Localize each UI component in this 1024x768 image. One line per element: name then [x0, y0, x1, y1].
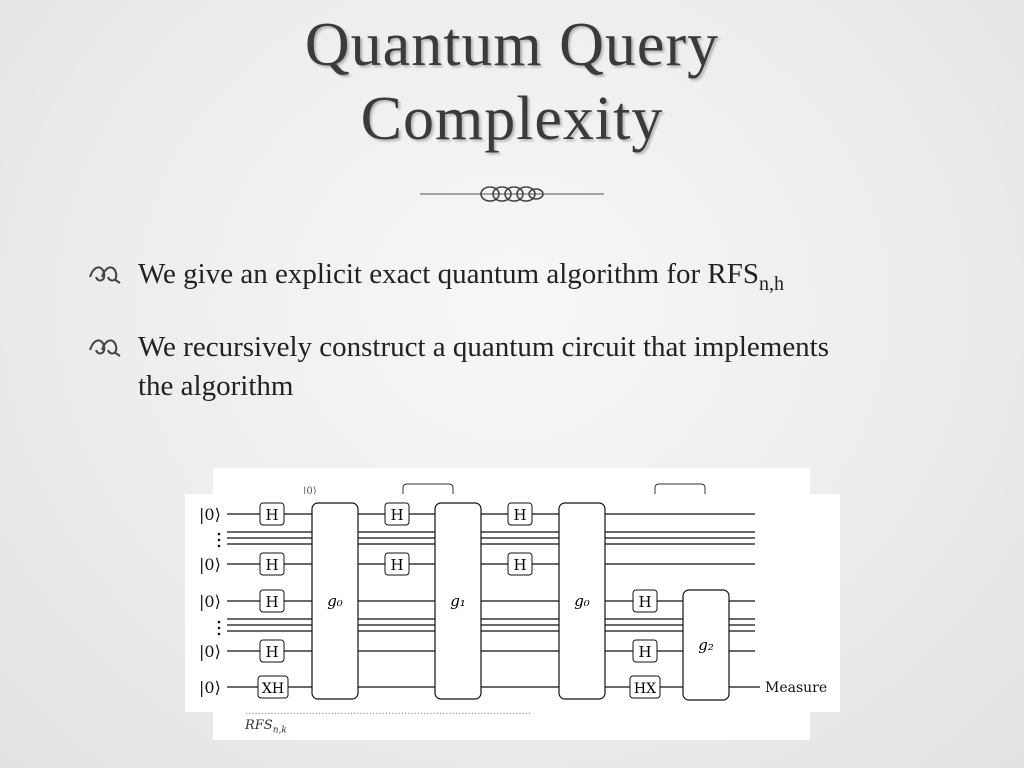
- g0-label: g₀: [574, 592, 590, 610]
- g1-gate: [434, 502, 482, 700]
- h-gate: H: [265, 556, 278, 574]
- quantum-circuit-diagram: |0⟩ |0⟩ |0⟩ |0⟩ |0⟩ H H H H X: [199, 502, 827, 701]
- g2-label: g₂: [698, 636, 714, 654]
- bullet-text-1: We give an explicit exact quantum algori…: [138, 258, 760, 290]
- ket-label: |0⟩: [199, 555, 221, 574]
- hx-gate: HX: [634, 681, 656, 697]
- h-gate-column-1: H H H H XH: [257, 502, 289, 699]
- slide-title: Quantum Query Complexity: [0, 8, 1024, 156]
- circuit-wires: [227, 513, 760, 688]
- circuit-figure: |0⟩ ....................................…: [185, 468, 840, 740]
- g2-gate: [682, 589, 730, 701]
- g0-gate-2: [558, 502, 606, 700]
- title-line-1: Quantum Query: [304, 11, 720, 79]
- ket-label: |0⟩: [199, 592, 221, 611]
- h-gate: H: [265, 593, 278, 611]
- svg-text:|0⟩: |0⟩: [303, 486, 317, 497]
- double-loop-bullet-icon: [89, 339, 121, 357]
- bullet-sub-1: n,h: [759, 272, 785, 295]
- h-gate: H: [513, 556, 526, 574]
- g1-label: g₁: [450, 592, 466, 610]
- ket-labels: |0⟩ |0⟩ |0⟩ |0⟩ |0⟩: [199, 505, 221, 697]
- h-gate: H: [390, 506, 403, 524]
- measure-label: Measure: [765, 680, 827, 696]
- scroll-ornament-icon: [420, 186, 604, 202]
- h-gate: H: [265, 506, 278, 524]
- h-gate-column-2: H H: [384, 502, 410, 576]
- back-card-top-fragment: |0⟩: [303, 483, 706, 497]
- bullet-list: We give an explicit exact quantum algori…: [88, 255, 868, 430]
- ellipsis-dots: [217, 532, 221, 636]
- g0-label: g₀: [327, 592, 343, 610]
- h-gate-column-3: H H: [507, 502, 533, 576]
- ket-label: |0⟩: [199, 505, 221, 524]
- h-gate: H: [513, 506, 526, 524]
- bullet-text-2: We recursively construct a quantum circu…: [138, 330, 830, 402]
- h-gate-column-4: H H HX: [629, 589, 661, 699]
- bullet-item-1: We give an explicit exact quantum algori…: [88, 255, 868, 304]
- ket-label: |0⟩: [199, 678, 221, 697]
- h-gate: H: [638, 643, 651, 661]
- h-gate: H: [265, 643, 278, 661]
- figure-front-card: |0⟩ |0⟩ |0⟩ |0⟩ |0⟩ H H H H X: [185, 494, 840, 712]
- bullet-item-2: We recursively construct a quantum circu…: [88, 328, 868, 406]
- figure-caption-rfs: RFSn,k: [245, 718, 287, 736]
- h-gate: H: [390, 556, 403, 574]
- h-gate: H: [638, 593, 651, 611]
- double-loop-bullet-icon: [89, 266, 121, 284]
- g0-gate-1: [311, 502, 359, 700]
- title-line-2: Complexity: [360, 85, 664, 153]
- xh-gate: XH: [262, 681, 284, 697]
- ket-label: |0⟩: [199, 642, 221, 661]
